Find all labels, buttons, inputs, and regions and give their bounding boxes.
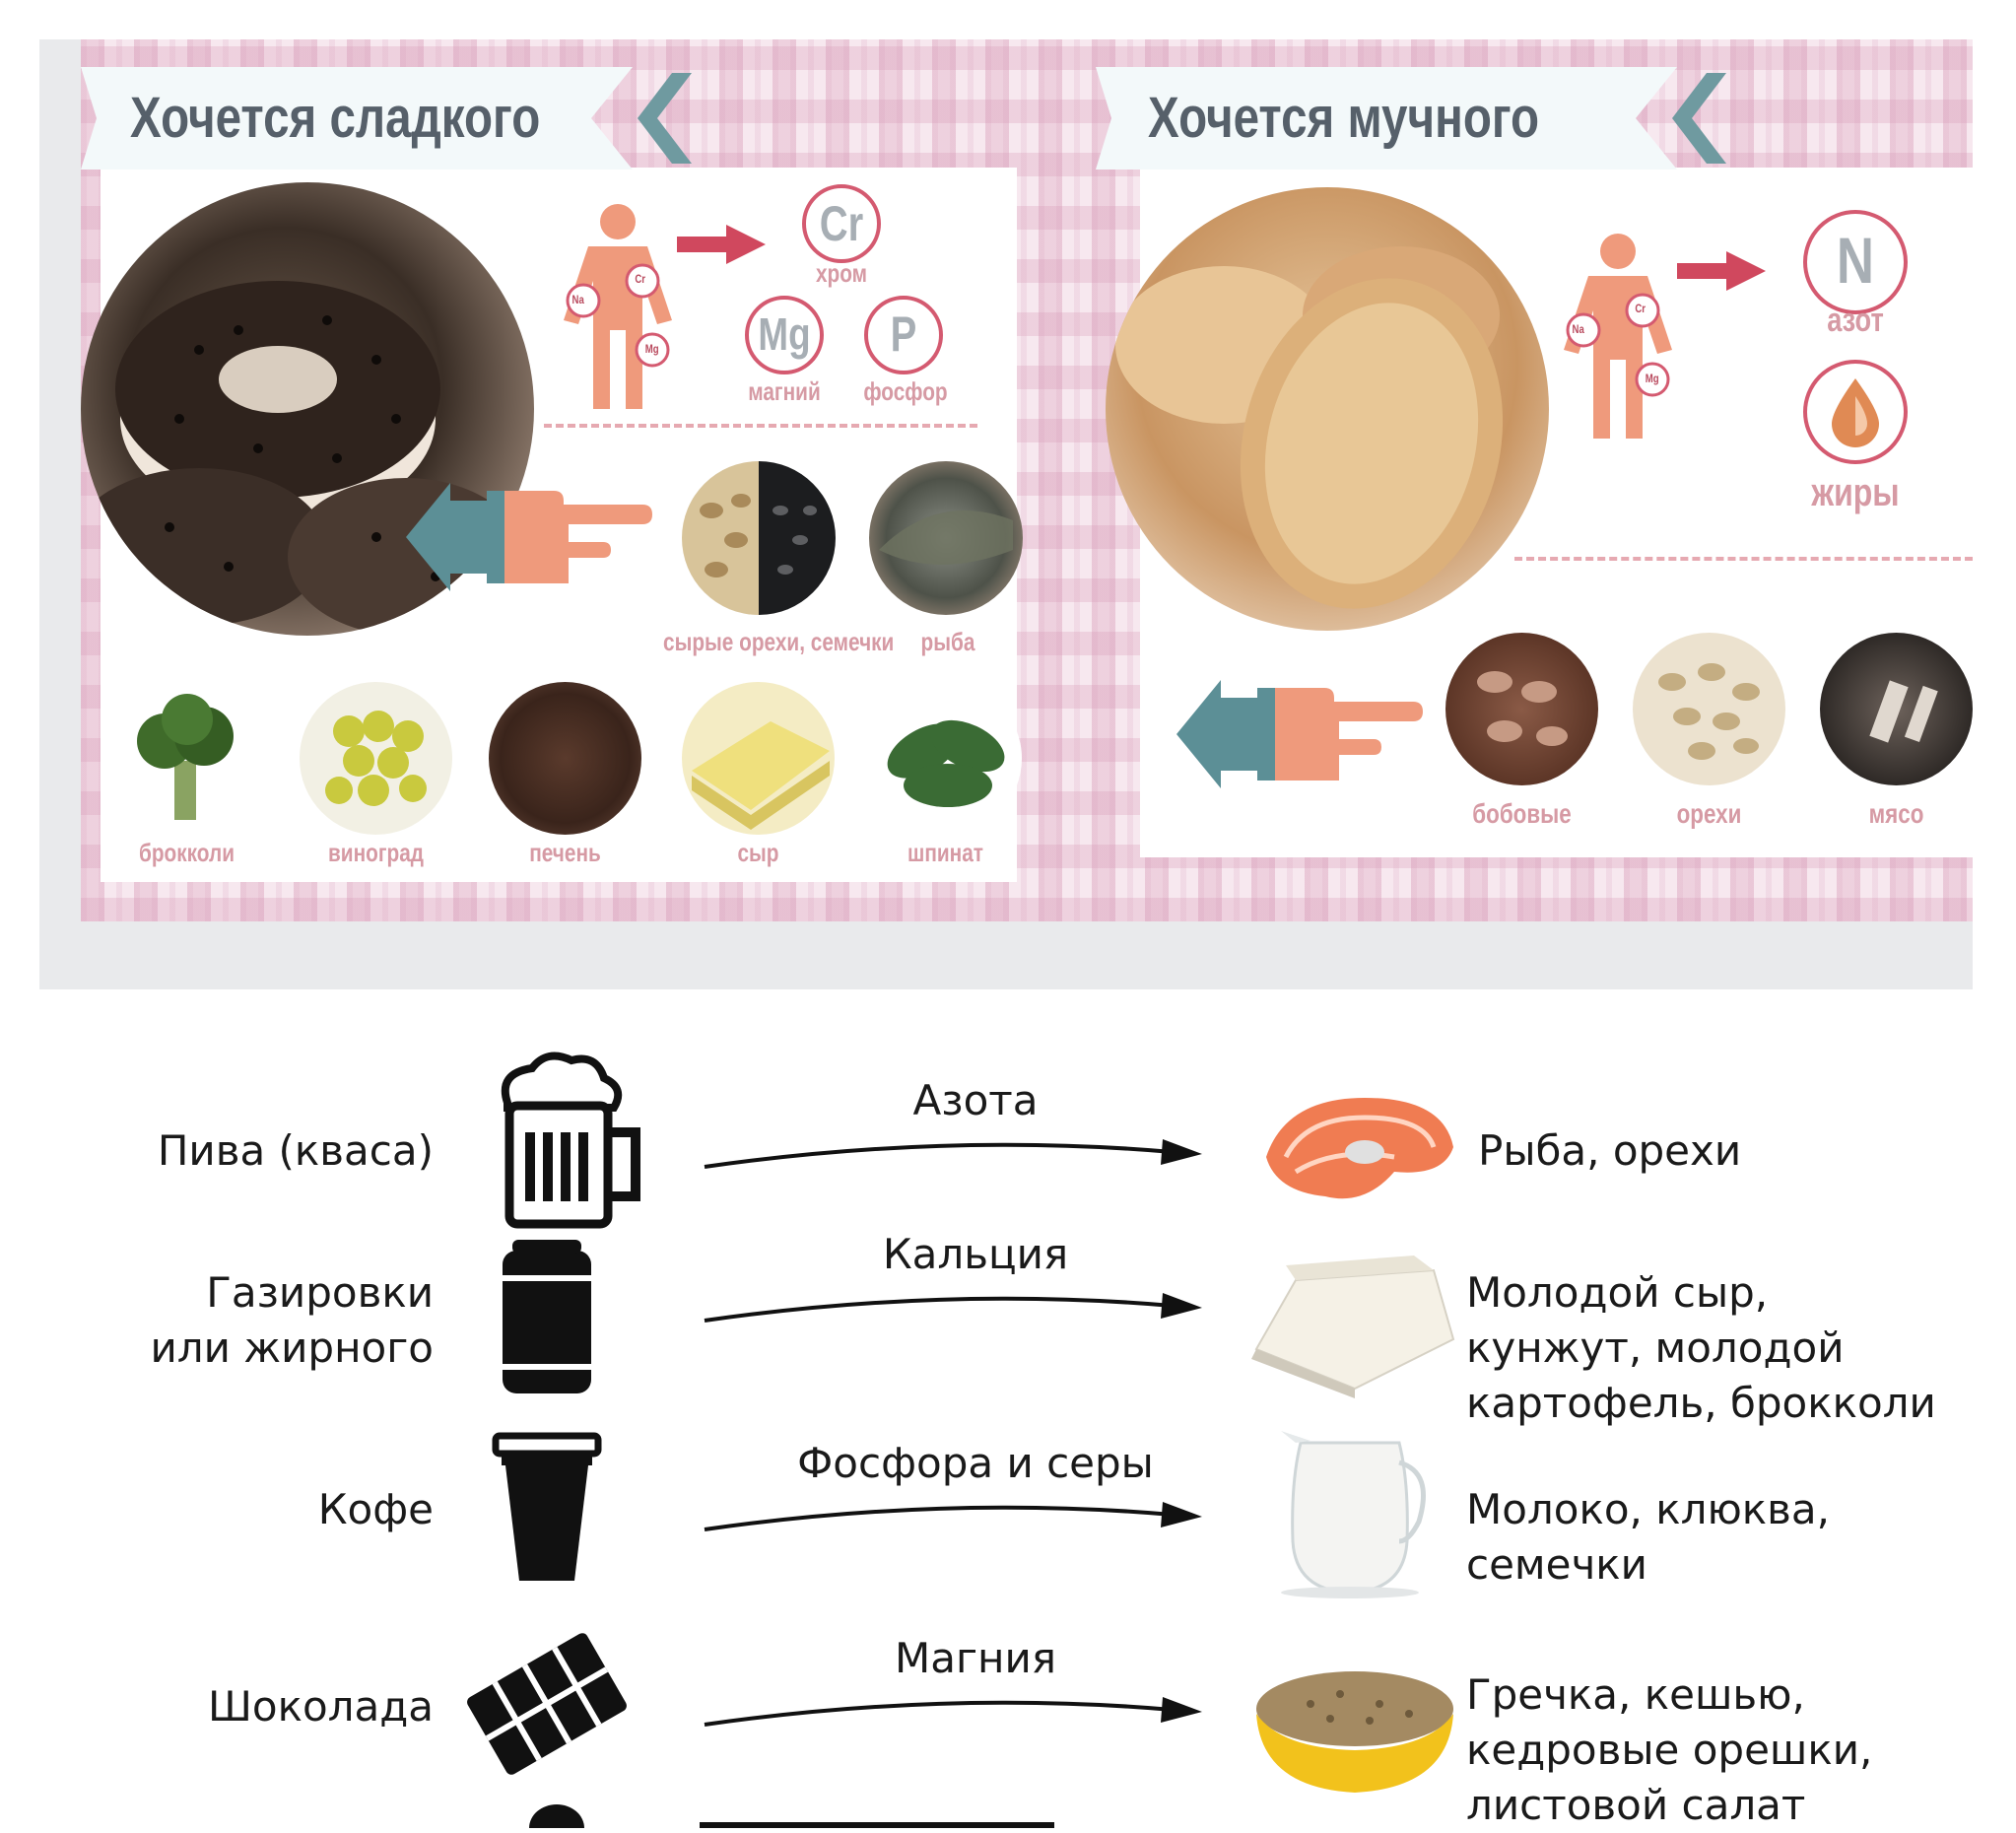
sweet-title: Хочется сладкого [130,86,541,150]
food-list: Молоко, клюква, семечки [1466,1485,1831,1589]
sweet-banner [81,67,692,170]
right-arrow-icon [704,1139,1202,1169]
body-mark-cr-2: Cr [1635,302,1646,315]
beer-mug-icon [501,1052,640,1229]
element-circle-cr [802,184,881,263]
lack-arrow-icon-2 [1677,251,1766,291]
element-label-n: азот [1827,302,1884,339]
pointing-hand-icon [406,483,652,591]
cut-off-icon [529,1804,584,1828]
lack-label: Азота [912,1076,1039,1124]
food-list: Молодой сыр, кунжут, молодой картофель, … [1466,1268,1936,1427]
food-label-liver: печень [529,838,601,867]
element-symbol-n: N [1836,224,1875,297]
element-label-cr: хром [815,258,868,288]
body-mark-na: Na [571,293,584,306]
salmon-steak-image [1266,1098,1453,1199]
element-symbol-p: P [890,306,917,362]
sweet-divider [544,424,977,428]
pointing-hand-icon-2 [1176,680,1423,788]
top-food-label-fish: рыба [920,627,975,656]
body-mark-mg-2: Mg [1645,372,1659,385]
food-label-broccoli: брокколи [139,838,235,867]
chocolate-bar-icon [467,1633,627,1775]
nuts-seeds-thumb [682,461,836,615]
craving-label: Пива (кваса) [157,1126,434,1175]
nuts-thumb [1633,633,1785,785]
food-label-grapes: виноград [328,838,424,867]
body-mark-mg: Mg [644,342,659,356]
element-label-mg: магний [748,376,821,406]
meat-thumb [1820,633,1973,785]
flour-banner [1096,67,1726,170]
right-arrow-icon [704,1502,1202,1531]
food-label-nuts: орехи [1676,798,1742,829]
craving-label: Газировки или жирного [150,1268,435,1372]
lack-arrow-icon [677,225,766,264]
soda-can-icon [503,1240,591,1393]
lack-label: Фосфора и серы [797,1439,1154,1487]
body-mark-na-2: Na [1572,322,1584,336]
donut-photo [81,182,534,636]
food-list: Рыба, орехи [1478,1126,1742,1175]
milk-jug-image [1281,1431,1426,1598]
element-symbol-mg: Mg [758,308,811,360]
liver-thumb [489,682,641,835]
food-label-legumes: бобовые [1472,798,1572,829]
cheese-thumb [682,682,835,835]
fat-drop-icon [1803,360,1908,464]
element-circle-n [1803,210,1908,314]
food-list: Гречка, кешью, кедровые орешки, листовой… [1466,1670,1873,1829]
plaid-background: Хочется сладкого Na Cr Mg [81,39,1973,921]
buckwheat-bowl-image [1256,1671,1453,1793]
lack-label: Магния [894,1634,1057,1682]
fish-thumb [869,461,1023,615]
cheese-block-image [1251,1256,1455,1398]
body-mark-cr: Cr [635,272,646,286]
right-arrow-icon [704,1697,1202,1727]
top-food-label-nuts: сырые орехи, семечки [663,627,895,656]
food-label-meat: мясо [1868,798,1924,829]
legumes-thumb [1445,633,1598,785]
right-arrow-icon [704,1293,1202,1323]
element-circle-mg [745,296,824,374]
human-figure-icon-2 [1564,234,1672,439]
spinach-thumb [869,682,1022,835]
cravings-table: Пива (кваса) Азота Рыба, орехи Газировки… [39,1029,1961,1829]
cut-off-text [700,1822,1054,1828]
flour-title: Хочется мучного [1148,86,1540,150]
food-label-cheese: сыр [737,838,779,867]
craving-label: Кофе [317,1485,434,1533]
element-label-fat: жиры [1811,471,1900,514]
flour-divider [1514,557,1973,561]
grapes-thumb [300,682,452,835]
broccoli-thumb [110,682,263,835]
lack-label: Кальция [882,1230,1069,1278]
element-symbol-cr: Cr [819,196,864,251]
craving-label: Шоколада [207,1682,434,1731]
element-circle-p [864,296,943,374]
coffee-cup-icon [492,1432,602,1581]
element-label-p: фосфор [863,376,948,406]
human-figure-icon [564,204,672,409]
food-label-spinach: шпинат [907,838,983,867]
bread-photo [1106,187,1549,631]
